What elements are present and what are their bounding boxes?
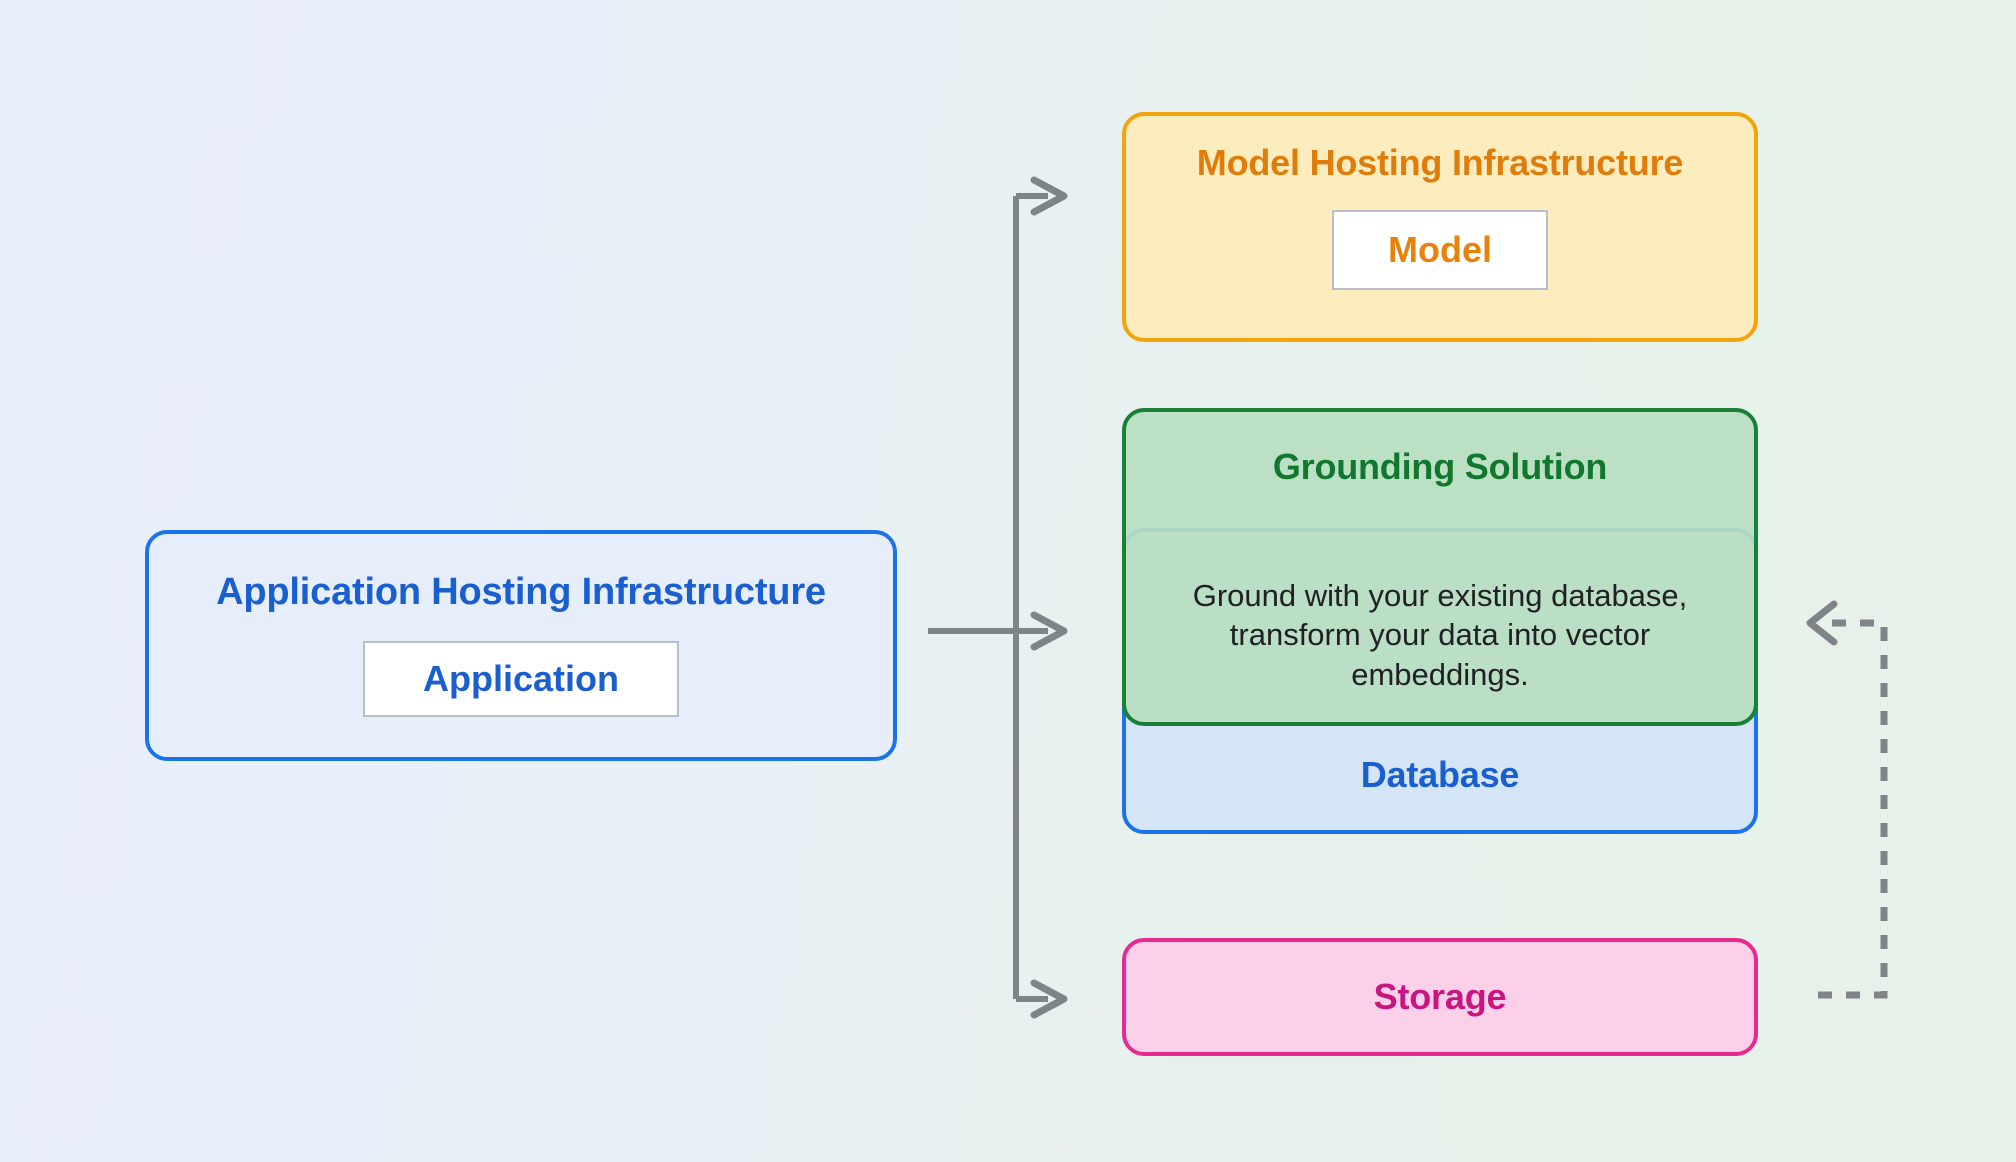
model-hosting-infrastructure-box[interactable]: Model Hosting Infrastructure Model [1122, 112, 1758, 342]
storage-box[interactable]: Storage [1122, 938, 1758, 1056]
application-hosting-infrastructure-box[interactable]: Application Hosting Infrastructure Appli… [145, 530, 897, 761]
arrowhead-storage-icon [1030, 979, 1068, 1019]
arrowhead-grounding-icon [1030, 611, 1068, 651]
grounding-solution-title: Grounding Solution [1272, 446, 1608, 487]
database-title: Database [1360, 754, 1520, 795]
grounding-solution-box[interactable]: Grounding Solution [1122, 408, 1758, 726]
storage-title: Storage [1373, 976, 1507, 1017]
arrowhead-database-dashed-icon [1806, 600, 1838, 646]
grounding-description: Ground with your existing database, tran… [1192, 577, 1688, 692]
storage-to-database-dashed-line [1818, 619, 1888, 999]
arrowhead-model-icon [1030, 176, 1068, 216]
model-node[interactable]: Model [1332, 210, 1548, 290]
application-node[interactable]: Application [363, 641, 679, 717]
application-hosting-infrastructure-title: Application Hosting Infrastructure [216, 571, 826, 613]
model-hosting-infrastructure-title: Model Hosting Infrastructure [1196, 142, 1684, 183]
